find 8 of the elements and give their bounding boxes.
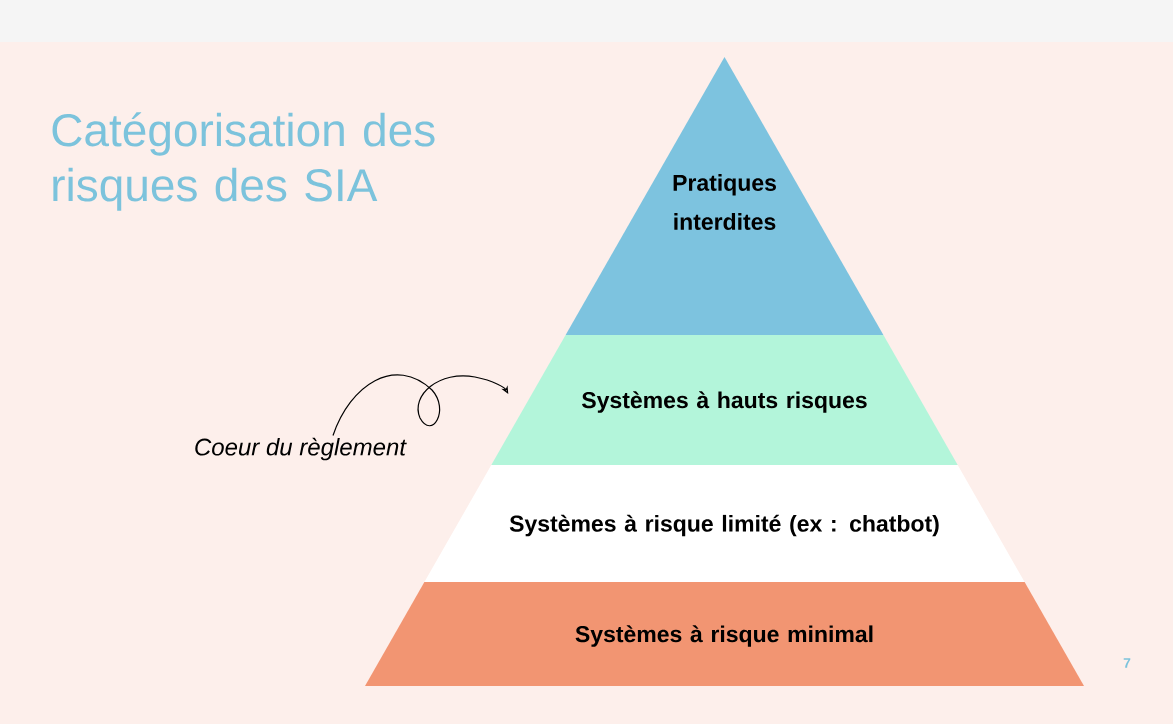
slide-title: Catégorisation des risques des SIA bbox=[52, 112, 435, 211]
pyramid-tier: Pratiques interdites bbox=[565, 57, 884, 335]
curly-arrow bbox=[332, 374, 509, 437]
pyramid-tier: Systèmes à hauts risques bbox=[491, 335, 958, 465]
pyramid-tier: Systèmes à risque limité (ex : chatbot) bbox=[424, 465, 1025, 582]
page-number: 7 bbox=[1123, 658, 1131, 668]
callout-text: Coeur du règlement bbox=[195, 437, 407, 461]
pyramid-tier: Systèmes à risque minimal bbox=[365, 582, 1084, 686]
